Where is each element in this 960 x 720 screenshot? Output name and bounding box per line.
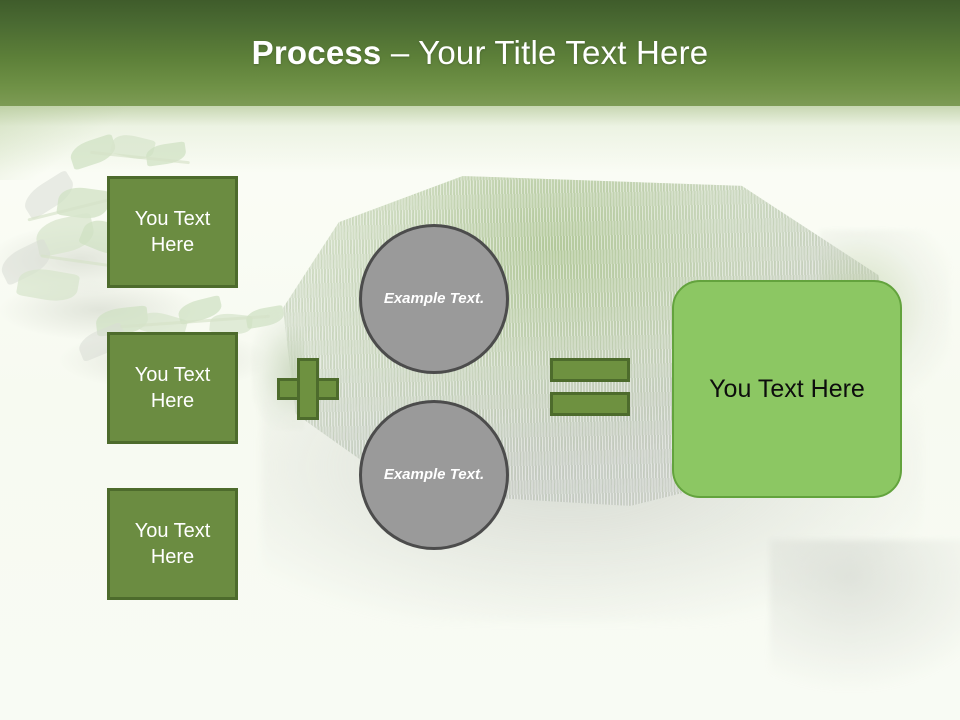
input-box-3[interactable]: You Text Here (107, 488, 238, 600)
result-box[interactable]: You Text Here (672, 280, 902, 498)
result-box-label: You Text Here (709, 374, 865, 403)
equals-bottom-bar (550, 392, 630, 416)
grass-mound-bottom-shadow (770, 540, 960, 690)
example-circle-1-label: Example Text. (383, 290, 485, 307)
example-circle-2-label: Example Text. (383, 466, 485, 483)
plus-operator-icon (277, 358, 339, 420)
equals-operator-icon (550, 358, 630, 418)
grass-mound-left-tuft (252, 310, 304, 430)
page-title-strong: Process (251, 34, 382, 71)
input-box-1[interactable]: You Text Here (107, 176, 238, 288)
input-box-1-label: You Text Here (134, 208, 211, 256)
page-title-rest: – Your Title Text Here (381, 34, 709, 71)
plus-center-fill (300, 381, 316, 397)
example-circle-2[interactable]: Example Text. (359, 400, 509, 550)
equals-top-bar (550, 358, 630, 382)
example-circle-1[interactable]: Example Text. (359, 224, 509, 374)
title-banner (0, 0, 960, 106)
input-box-2[interactable]: You Text Here (107, 332, 238, 444)
page-title: Process – Your Title Text Here (0, 0, 960, 106)
input-box-3-label: You Text Here (134, 520, 211, 568)
input-box-2-label: You Text Here (134, 364, 211, 412)
